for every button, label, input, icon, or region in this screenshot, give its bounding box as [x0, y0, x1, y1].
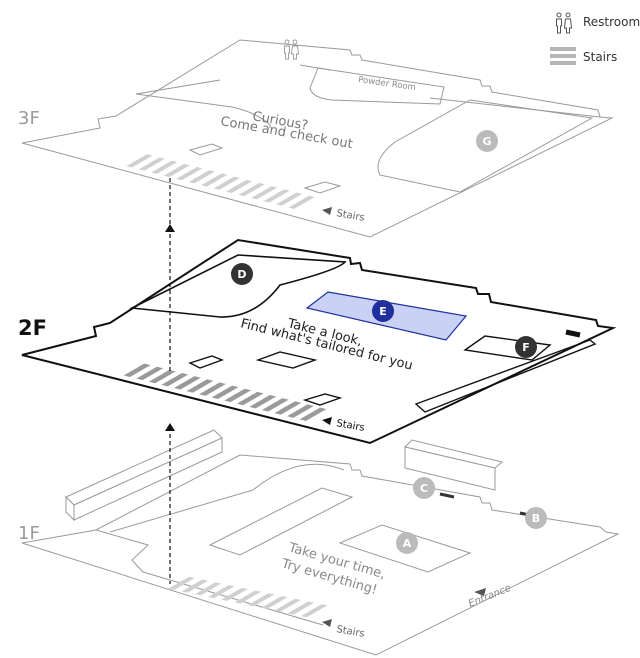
- svg-text:G: G: [482, 135, 491, 148]
- display-1f-a: [338, 524, 472, 573]
- display-1f-center: [208, 487, 354, 556]
- restroom-3f-icon: [284, 39, 300, 60]
- stairs-3f: [122, 153, 318, 210]
- legend: Restroom Stairs: [550, 12, 640, 65]
- zone-c[interactable]: C: [413, 477, 435, 499]
- floor-1f-stairs-label: Stairs: [335, 624, 365, 640]
- powder-room: [309, 67, 445, 105]
- svg-text:E: E: [379, 305, 387, 318]
- floor-3f[interactable]: [21, 39, 614, 238]
- legend-stairs-label: Stairs: [583, 50, 617, 64]
- display-2f-a: [188, 355, 224, 369]
- floor-3f-outline: [21, 39, 614, 238]
- floor-2f-outline: [21, 238, 617, 445]
- display-3f-b: [303, 181, 342, 194]
- zone-g[interactable]: G: [476, 130, 498, 152]
- stairs-2f: [122, 363, 330, 422]
- svg-text:F: F: [522, 341, 530, 354]
- display-3f-a: [188, 143, 224, 156]
- stairs-marker-2f: [322, 417, 332, 425]
- floor-3f-label: 3F: [18, 108, 40, 129]
- floor-2f-stairs-label: Stairs: [335, 418, 365, 434]
- floor-1f-outline: [21, 454, 620, 656]
- shelf-1f-left-front: [73, 437, 223, 521]
- display-2f-c: [302, 393, 343, 406]
- stair-arrow-up-icon: [165, 224, 175, 431]
- zone-b[interactable]: B: [525, 507, 547, 529]
- display-2f-b: [255, 351, 318, 369]
- svg-text:B: B: [532, 512, 540, 525]
- stairs-marker-1f: [322, 619, 332, 627]
- shelf-1f-left: [65, 429, 223, 506]
- wall-3f-a: [135, 93, 271, 128]
- restroom-icon: [556, 12, 573, 34]
- svg-text:C: C: [420, 482, 428, 495]
- door-2f: [565, 329, 581, 338]
- stairs-icon: [550, 47, 576, 65]
- wall-3f-c: [429, 97, 601, 118]
- room-3f-g: [377, 99, 594, 193]
- zone-d[interactable]: D: [231, 263, 253, 285]
- wall-3f-d: [135, 79, 221, 95]
- floor-3f-stairs-label: Stairs: [335, 208, 365, 224]
- svg-text:A: A: [403, 537, 412, 550]
- floor-1f[interactable]: [21, 429, 620, 656]
- zone-e[interactable]: E: [372, 300, 394, 322]
- wall-2f-right: [414, 339, 597, 413]
- floor-1f-label: 1F: [18, 523, 40, 544]
- floor-2f-label: 2F: [18, 316, 47, 340]
- display-2f-f: [463, 335, 552, 361]
- stairs-marker-3f: [322, 207, 332, 215]
- door-1f-c: [439, 492, 455, 499]
- wall-1f-c: [109, 489, 254, 533]
- floor-1f-entrance-label: Entrance: [467, 583, 513, 610]
- room-2f-d: [129, 254, 347, 318]
- shelf-1f-right-front: [404, 446, 496, 491]
- entrance-1f: [474, 588, 486, 596]
- zone-f[interactable]: F: [515, 336, 537, 358]
- floor-3f-room-label: Powder Room: [358, 75, 417, 93]
- wall-1f-b: [252, 463, 345, 491]
- zone-a[interactable]: A: [396, 532, 418, 554]
- legend-restroom-label: Restroom: [583, 15, 640, 29]
- stairs-1f: [165, 576, 330, 618]
- svg-text:D: D: [237, 268, 246, 281]
